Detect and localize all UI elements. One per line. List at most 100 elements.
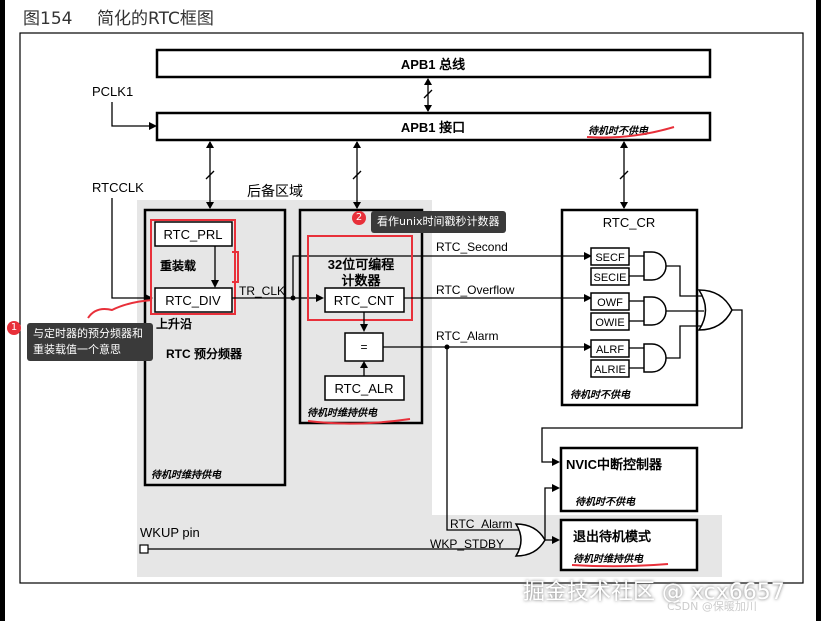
rtcclk-line bbox=[111, 198, 150, 299]
rtc-overflow-label: RTC_Overflow bbox=[436, 283, 515, 297]
rtc-alr-label: RTC_ALR bbox=[334, 381, 393, 396]
nvic-label: NVIC中断控制器 bbox=[566, 457, 663, 472]
tr-clk-arrow bbox=[316, 294, 324, 302]
apb1-interface-box bbox=[155, 111, 712, 142]
or-gate bbox=[697, 289, 733, 331]
owie-label: OWIE bbox=[595, 317, 624, 329]
secie-label: SECIE bbox=[593, 272, 626, 284]
and-gate-alarm bbox=[643, 343, 667, 373]
prescaler-standby-note: 待机时维持供电 bbox=[151, 469, 222, 481]
rtc-cnt-label: RTC_CNT bbox=[334, 293, 394, 308]
comparator-label: = bbox=[360, 340, 367, 354]
red-bracket bbox=[232, 251, 239, 283]
red-underline bbox=[586, 126, 675, 139]
red-underline bbox=[571, 563, 669, 568]
rtc-alarm2-label: RTC_Alarm bbox=[450, 517, 512, 531]
nvic-arrow bbox=[552, 458, 560, 466]
counter-standby-note: 待机时维持供电 bbox=[307, 407, 378, 419]
bus-slash bbox=[423, 89, 433, 99]
rtc-prl-box bbox=[154, 221, 233, 247]
nvic-block bbox=[559, 446, 699, 513]
second-signal-line bbox=[292, 255, 590, 298]
arrow-down bbox=[424, 105, 432, 112]
rtc-cr-label: RTC_CR bbox=[603, 215, 656, 230]
overflow-arrow bbox=[584, 294, 592, 302]
rtc-cr-standby-note: 待机时不供电 bbox=[570, 389, 631, 401]
or-to-nvic bbox=[541, 309, 743, 463]
rtc-prl-label: RTC_PRL bbox=[163, 227, 222, 242]
exit-standby-block bbox=[559, 518, 699, 572]
backup-domain-label: 后备区域 bbox=[247, 183, 303, 199]
arrow-up bbox=[206, 141, 214, 148]
bus-slash bbox=[619, 170, 629, 180]
annotation-note-2: 看作unix时间戳秒计数器 bbox=[371, 211, 506, 233]
alarm-arrow bbox=[584, 343, 592, 351]
red-annotation-stroke bbox=[87, 299, 153, 319]
apb1-bus-box bbox=[155, 48, 712, 79]
nvic-standby-note: 待机时不供电 bbox=[575, 496, 636, 508]
rtc-second-label: RTC_Second bbox=[436, 240, 508, 254]
apb1-interface-label: APB1 接口 bbox=[401, 120, 465, 135]
exit-standby-label: 退出待机模式 bbox=[573, 529, 651, 544]
annotation-note-1: 与定时器的预分频器和重装载值一个意思 bbox=[27, 323, 153, 361]
prescaler-label: RTC 预分频器 bbox=[166, 346, 243, 361]
compare-arrow bbox=[360, 324, 368, 332]
arrow-down bbox=[353, 202, 361, 209]
red-underline bbox=[307, 418, 411, 425]
reload-arrow bbox=[211, 280, 219, 288]
rtc-div-label: RTC_DIV bbox=[165, 293, 221, 308]
counter-title-1: 32位可编程 bbox=[328, 257, 394, 272]
rising-edge-label: 上升沿 bbox=[156, 316, 192, 331]
exit-standby-note: 待机时维持供电 bbox=[573, 553, 644, 565]
arrow-down bbox=[620, 202, 628, 209]
pclk1-line bbox=[111, 102, 155, 127]
wkp-stdby-label: WKP_STDBY bbox=[430, 537, 504, 551]
pclk1-arrow bbox=[149, 122, 157, 130]
bus-slash bbox=[352, 170, 362, 180]
watermark-sub: CSDN @保暖加川 bbox=[667, 600, 757, 613]
figure-number: 图154 bbox=[23, 9, 73, 29]
exit-arrow bbox=[552, 536, 560, 544]
reload-label: 重装载 bbox=[160, 258, 196, 273]
rtcclk-label: RTCCLK bbox=[92, 180, 144, 195]
second-arrow bbox=[584, 252, 592, 260]
arrow-up bbox=[620, 141, 628, 148]
alr-arrow bbox=[360, 361, 368, 368]
counter-title-2: 计数器 bbox=[341, 273, 381, 288]
red-highlight-counter bbox=[307, 235, 413, 321]
red-highlight-prescaler bbox=[150, 219, 236, 315]
outer-border bbox=[19, 32, 804, 584]
arrow-up bbox=[353, 141, 361, 148]
figure-title: 简化的RTC框图 bbox=[97, 9, 214, 29]
bus-slash bbox=[205, 170, 215, 180]
rtc-alarm-label: RTC_Alarm bbox=[436, 329, 498, 343]
arrow-up bbox=[424, 78, 432, 85]
arrow-down bbox=[206, 202, 214, 209]
or-input bbox=[666, 325, 702, 359]
rtc-alr-box bbox=[324, 375, 405, 401]
apb1-standby-note: 待机时不供电 bbox=[588, 125, 649, 137]
annotation-badge-1: 1 bbox=[7, 321, 21, 335]
standby-or-gate bbox=[514, 523, 546, 557]
nvic-arrow-2 bbox=[552, 484, 560, 492]
annotation-badge-2: 2 bbox=[352, 211, 366, 225]
tr-clk-label: TR_CLK bbox=[239, 284, 285, 298]
pclk1-label: PCLK1 bbox=[92, 84, 133, 99]
figure-caption: 图154 简化的RTC框图 bbox=[23, 4, 214, 29]
and-gate-overflow bbox=[643, 296, 667, 326]
apb1-bus-label: APB1 总线 bbox=[401, 57, 465, 72]
or-input bbox=[666, 265, 702, 297]
wkup-pin-label: WKUP pin bbox=[140, 525, 200, 540]
and-gate-second bbox=[643, 251, 667, 281]
alrie-label: ALRIE bbox=[594, 364, 626, 376]
wkup-pin-square bbox=[139, 544, 149, 554]
owf-label: OWF bbox=[597, 297, 623, 309]
watermark-text: 掘金技术社区 @ xcx6657 bbox=[523, 580, 785, 605]
rtc-div-box bbox=[154, 287, 233, 313]
alarm-to-standby bbox=[446, 347, 520, 531]
rtc-cr-block bbox=[560, 208, 699, 407]
secf-label: SECF bbox=[595, 252, 625, 264]
rtc-cnt-box bbox=[324, 287, 405, 313]
alrf-label: ALRF bbox=[596, 344, 624, 356]
